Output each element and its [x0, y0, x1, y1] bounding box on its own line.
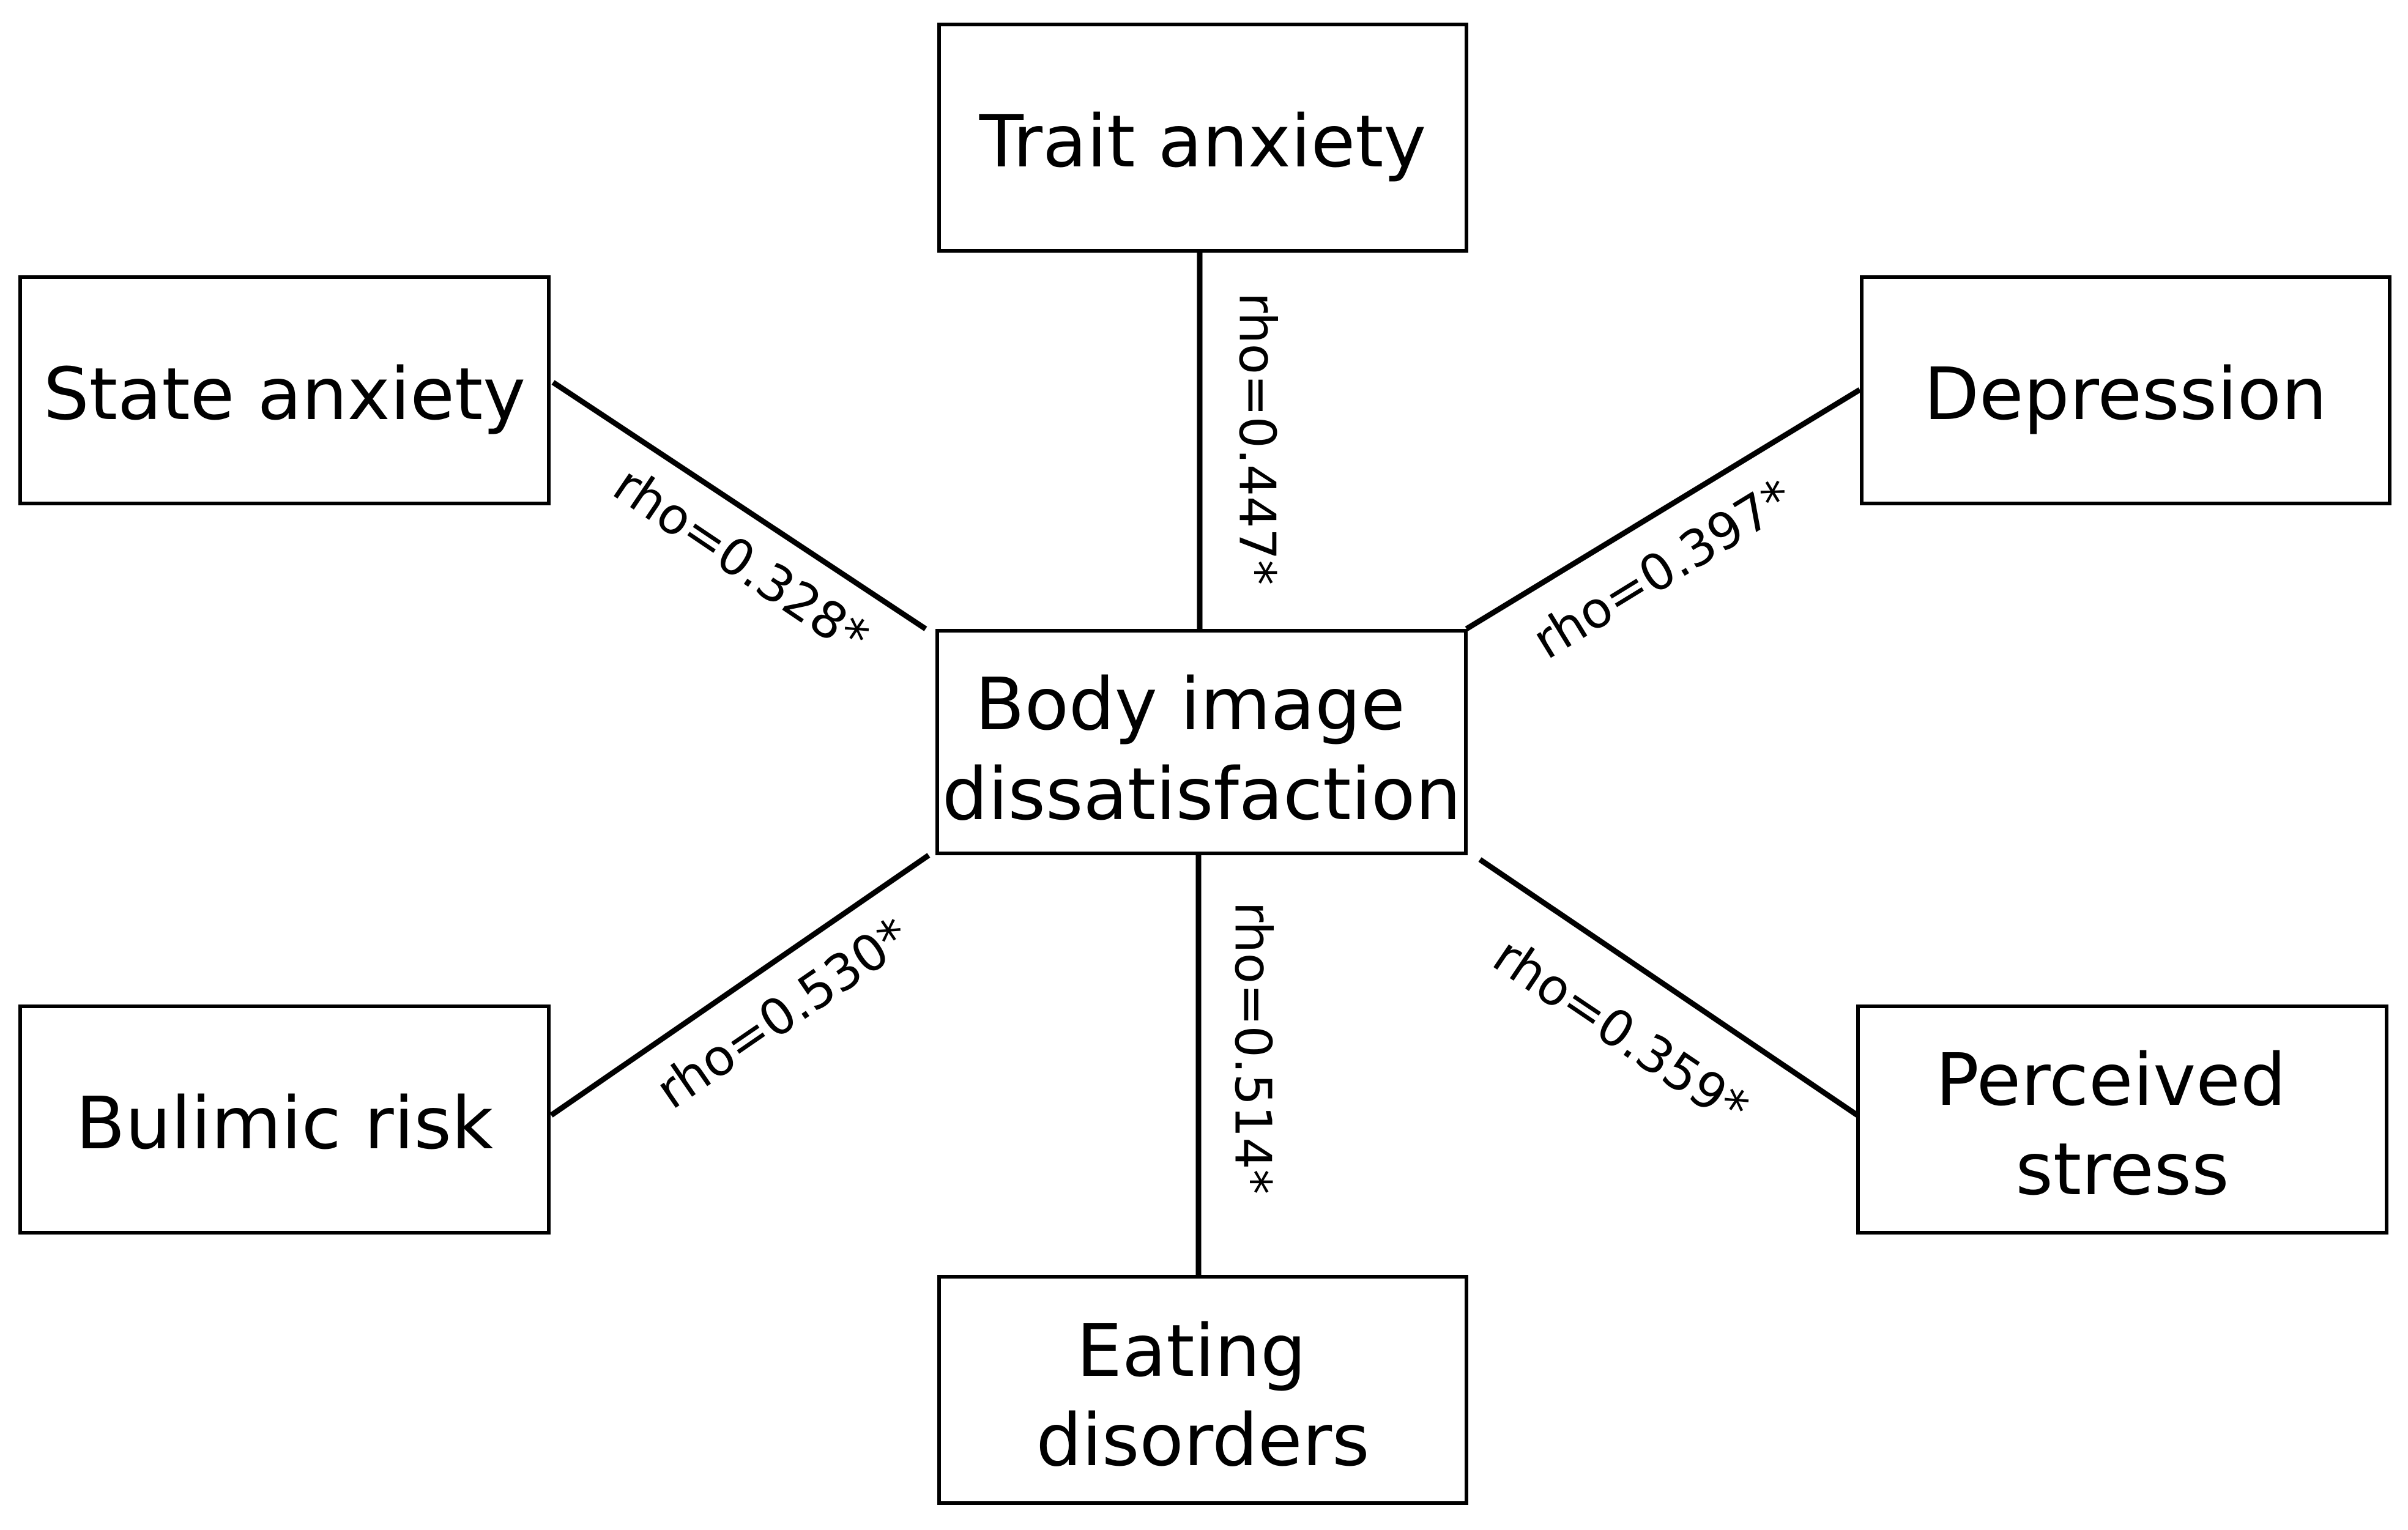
node-box-state-anxiety — [18, 275, 551, 505]
node-label-depression: Depression — [1923, 352, 2327, 436]
center-node-label-line-2: dissatisfaction — [942, 752, 1461, 836]
edge-line-perceived-stress — [1478, 857, 1859, 1118]
center-node-label-line-1: Body image — [975, 662, 1405, 746]
node-box-eating-disorders — [937, 1275, 1468, 1505]
edge-line-depression — [1465, 387, 1862, 631]
node-trait-anxiety: Trait anxiety — [937, 23, 1468, 253]
edge-label-state-anxiety: rho=0.328* — [603, 456, 879, 668]
center-node-box — [935, 629, 1468, 855]
edge-label-trait-anxiety: rho=0.447* — [1228, 292, 1286, 585]
node-perceived-stress: Perceived stress — [1856, 1005, 2388, 1235]
node-label-trait-anxiety: Trait anxiety — [979, 99, 1427, 184]
edge-line-bulimic-risk — [549, 853, 931, 1118]
node-box-perceived-stress — [1856, 1005, 2388, 1235]
node-eating-disorders: Eating disorders — [937, 1275, 1468, 1505]
node-label-eating-disorders-line-1: Eating — [1076, 1309, 1306, 1393]
node-label-perceived-stress-line-1: Perceived — [1936, 1038, 2286, 1122]
node-label-perceived-stress: Perceived stress — [1936, 1038, 2310, 1211]
edge-line-state-anxiety — [551, 380, 927, 631]
center-node-body-image-dissatisfaction: Body image dissatisfaction — [935, 629, 1468, 855]
node-bulimic-risk: Bulimic risk — [18, 1005, 551, 1235]
node-label-state-anxiety: State anxiety — [43, 352, 526, 436]
node-depression: Depression — [1860, 275, 2391, 505]
node-label-eating-disorders: Eating disorders — [1036, 1309, 1369, 1482]
edge-label-eating-disorders: rho=0.514* — [1224, 902, 1282, 1195]
node-box-trait-anxiety — [937, 23, 1468, 253]
node-label-perceived-stress-line-2: stress — [2015, 1127, 2229, 1211]
node-label-eating-disorders-line-2: disorders — [1036, 1398, 1369, 1482]
node-box-bulimic-risk — [18, 1005, 551, 1235]
node-state-anxiety: State anxiety — [18, 275, 551, 505]
node-box-depression — [1860, 275, 2391, 505]
node-label-bulimic-risk: Bulimic risk — [76, 1081, 494, 1165]
edge-label-perceived-stress: rho=0.359* — [1483, 927, 1758, 1139]
center-node-label: Body image dissatisfaction — [942, 662, 1461, 836]
edge-label-bulimic-risk: rho=0.530* — [646, 907, 920, 1121]
